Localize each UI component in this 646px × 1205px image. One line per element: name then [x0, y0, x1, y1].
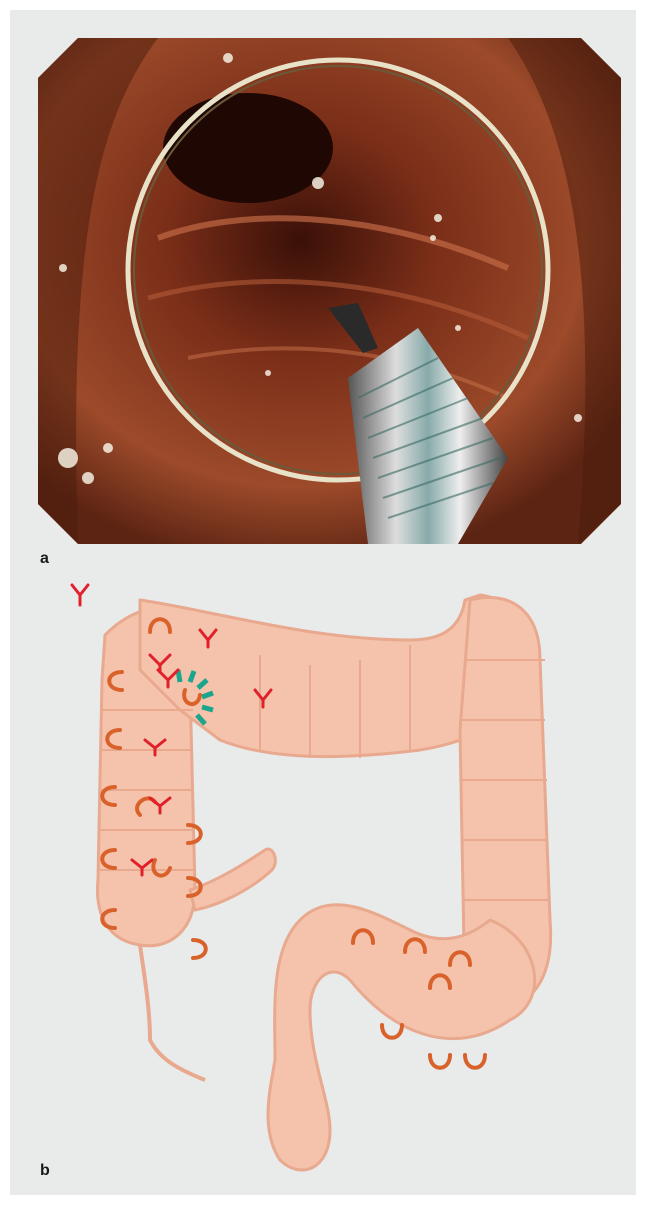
clip-icon	[465, 1055, 485, 1068]
clip-icon	[193, 940, 206, 958]
endoscopy-image	[38, 38, 621, 544]
panel-label-b: b	[40, 1162, 50, 1180]
colon-diagram	[10, 560, 636, 1190]
clip-icon	[382, 1025, 402, 1038]
clip-icon	[430, 1055, 450, 1068]
colon-body	[97, 595, 550, 1170]
y-marker-legend-icon	[70, 583, 90, 607]
figure-panel: a	[10, 10, 636, 1195]
